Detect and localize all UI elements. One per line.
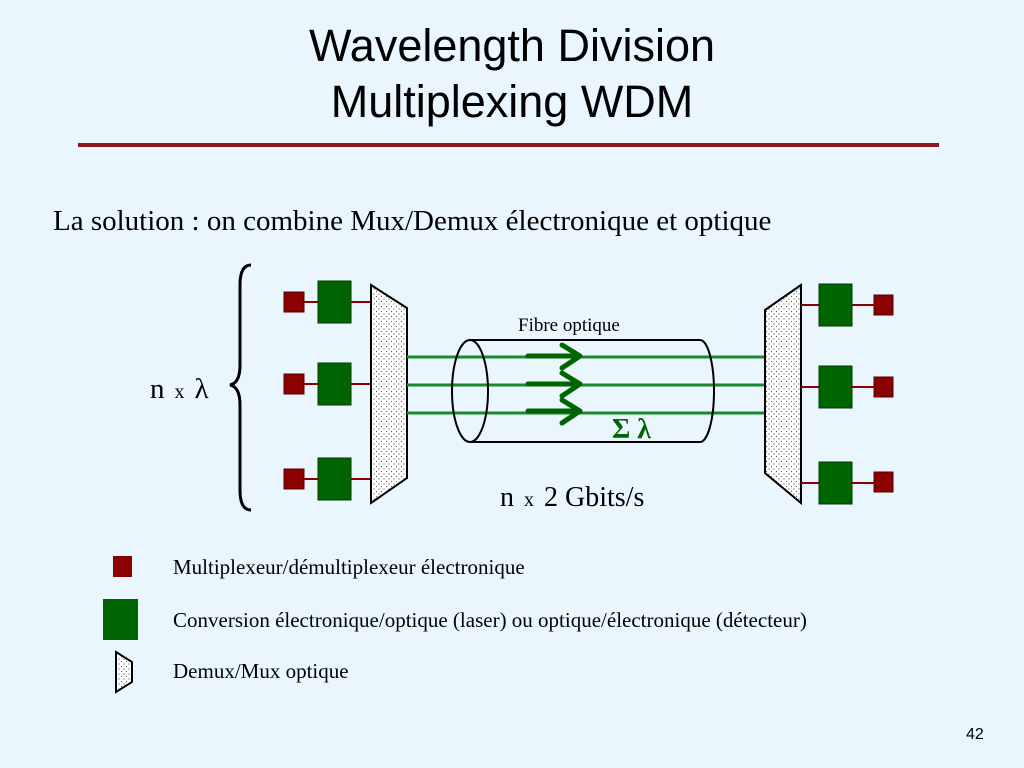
right-detector-2 [818, 365, 853, 409]
sum-lambda-label: Σ λ [612, 414, 651, 445]
bitrate-n: n [500, 482, 514, 513]
channel-count-x: x [175, 381, 185, 403]
right-electronic-demux-1 [873, 294, 894, 316]
legend-conversion-icon [103, 599, 138, 640]
title-divider [78, 143, 939, 147]
bitrate-value: 2 Gbits/s [544, 482, 644, 513]
subtitle: La solution : on combine Mux/Demux élect… [53, 205, 772, 237]
slide-title: Wavelength Division Multiplexing WDM [0, 18, 1024, 130]
right-electronic-demux-3 [873, 471, 894, 493]
left-connectors [303, 301, 372, 480]
channel-count-lambda: λ [195, 373, 209, 405]
left-laser-2 [317, 362, 352, 406]
slide-title-line-1: Wavelength Division [308, 20, 715, 71]
legend-optical-mux-icon [115, 650, 133, 694]
right-optical-demux [764, 283, 802, 506]
fiber-lines [407, 355, 767, 415]
left-optical-mux [370, 283, 408, 505]
left-electronic-mux-1 [283, 291, 305, 313]
page-number: 42 [966, 726, 984, 743]
channel-count-label: n x λ [150, 373, 209, 405]
bitrate-x: x [524, 489, 534, 511]
left-electronic-mux-2 [283, 373, 305, 395]
left-laser-3 [317, 457, 352, 501]
fiber-cylinder [451, 339, 715, 443]
left-electronic-mux-3 [283, 468, 305, 490]
left-laser-1 [317, 280, 352, 324]
legend-optical-label: Demux/Mux optique [173, 659, 349, 683]
legend-conversion-label: Conversion électronique/optique (laser) … [173, 608, 807, 632]
right-connectors [801, 304, 875, 484]
channel-count-n: n [150, 373, 165, 405]
fiber-label: Fibre optique [518, 315, 620, 336]
wavelength-arrows [525, 342, 583, 426]
legend-electronic-icon [113, 556, 132, 577]
slide-title-line-2: Multiplexing WDM [330, 76, 694, 127]
right-electronic-demux-2 [873, 376, 894, 398]
channels-brace [229, 263, 252, 512]
bitrate-label: n x 2 Gbits/s [500, 482, 644, 513]
right-detector-3 [818, 461, 853, 505]
legend-electronic-label: Multiplexeur/démultiplexeur électronique [173, 555, 525, 579]
right-detector-1 [818, 283, 853, 327]
